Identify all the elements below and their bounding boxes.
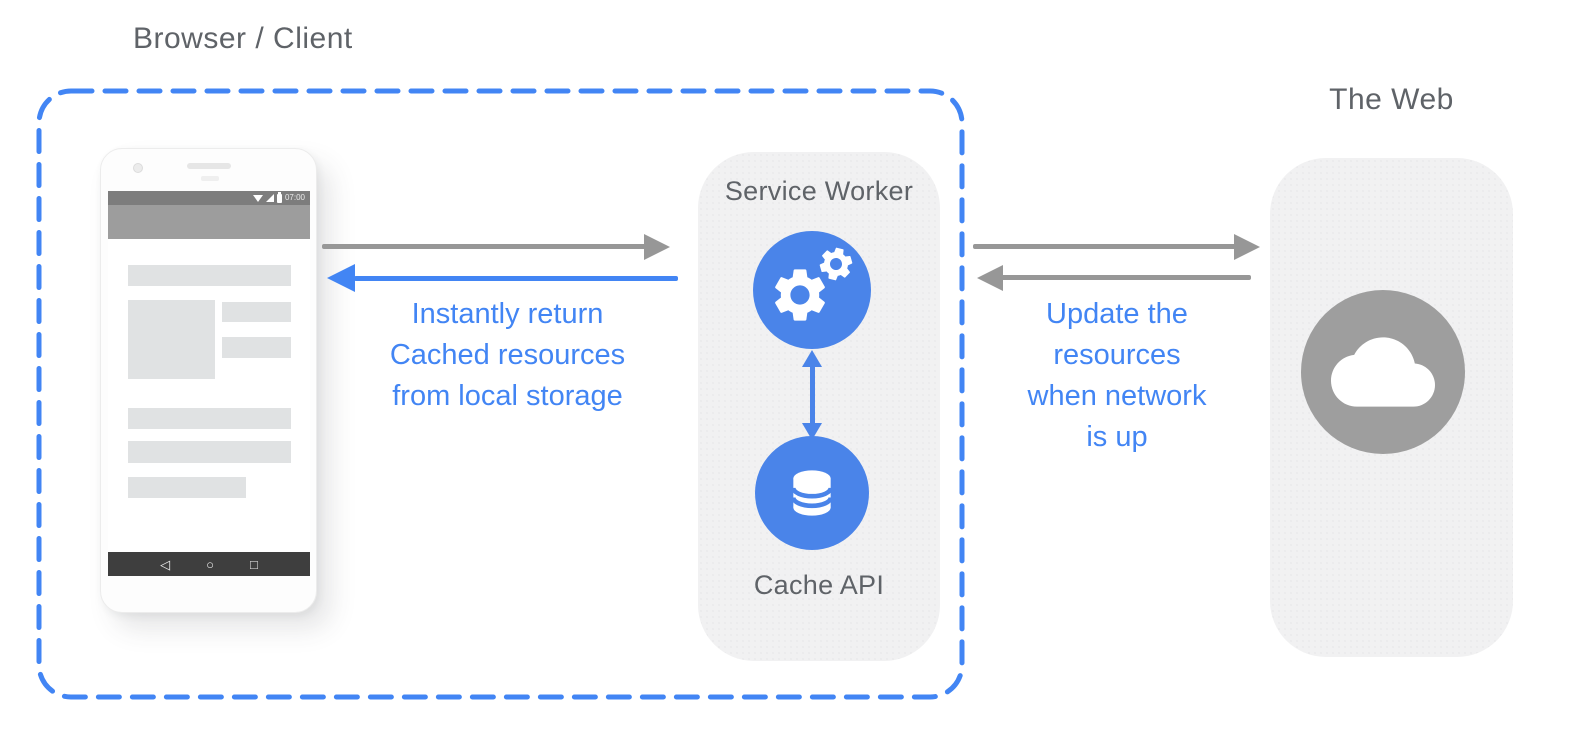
sw-cache-arrow-up-icon — [802, 350, 822, 367]
sw-cache-arrow-down-icon — [802, 423, 822, 440]
cache-api-label: Cache API — [753, 570, 885, 600]
cached-response-arrow-head-icon — [327, 264, 355, 292]
service-worker-label: Service Worker — [724, 176, 914, 206]
request-arrow-head-icon — [644, 234, 670, 260]
cached-response-arrow-line — [354, 276, 678, 281]
network-response-arrow-line — [1001, 275, 1251, 280]
content-placeholder-block — [222, 337, 291, 358]
cloud-icon — [1331, 337, 1435, 407]
wifi-icon — [252, 194, 263, 202]
content-placeholder-block — [128, 300, 215, 379]
browser-boundary-dashed-box — [36, 88, 965, 700]
status-time: 07:00 — [284, 193, 305, 202]
the-web-label: The Web — [1329, 83, 1454, 116]
sw-cache-arrow-line — [810, 365, 815, 425]
phone-content — [108, 239, 310, 552]
content-placeholder-block — [222, 302, 291, 322]
service-worker-icon-circle — [753, 231, 871, 349]
recents-icon: □ — [250, 556, 258, 572]
phone-mockup: 07:00 ◁ ○ □ — [100, 148, 317, 613]
content-placeholder-block — [128, 408, 291, 429]
cached-response-caption: Instantly return Cached resources from l… — [389, 298, 626, 412]
battery-icon — [276, 191, 282, 203]
content-placeholder-block — [128, 265, 291, 286]
cellular-signal-icon — [265, 194, 274, 202]
gear-icon — [775, 269, 825, 321]
phone-status-bar: 07:00 — [108, 191, 310, 205]
gear-icon — [819, 247, 853, 281]
phone-camera-icon — [133, 163, 143, 173]
request-arrow-line — [322, 244, 646, 249]
phone-sensor-dots — [201, 176, 219, 181]
fetch-arrow-line — [973, 244, 1236, 249]
network-response-arrow-head-icon — [977, 265, 1003, 291]
browser-client-label: Browser / Client — [133, 22, 353, 55]
phone-speaker — [187, 163, 231, 169]
the-web-panel — [1270, 158, 1513, 657]
service-worker-panel: Service Worker Cache API — [698, 152, 940, 661]
back-icon: ◁ — [160, 556, 171, 572]
phone-screen: 07:00 ◁ ○ □ — [108, 191, 310, 576]
web-icon-circle — [1301, 290, 1465, 454]
content-placeholder-block — [128, 477, 246, 498]
fetch-arrow-head-icon — [1234, 234, 1260, 260]
cache-icon-circle — [755, 436, 869, 550]
phone-app-bar — [108, 205, 310, 239]
database-icon — [791, 470, 833, 516]
content-placeholder-block — [128, 441, 291, 463]
update-resources-caption: Update the resources when network is up — [1027, 298, 1207, 453]
home-icon: ○ — [206, 556, 214, 572]
phone-nav-bar: ◁ ○ □ — [108, 552, 310, 576]
